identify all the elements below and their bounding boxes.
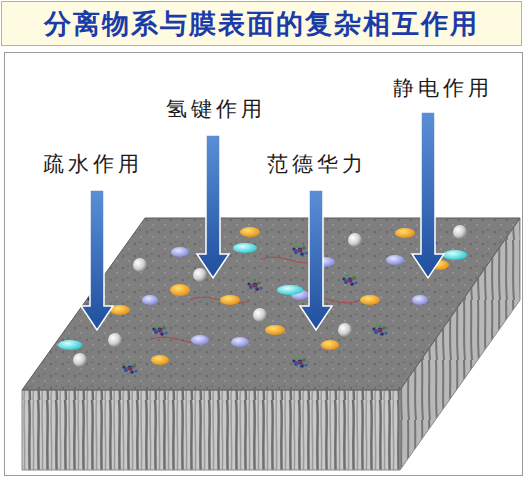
- force-label: 范德华力: [266, 150, 368, 178]
- force-label: 氢键作用: [165, 95, 267, 123]
- diagram-title: 分离物系与膜表面的复杂相互作用: [44, 6, 479, 42]
- force-label: 静电作用: [392, 74, 494, 102]
- force-label: 疏水作用: [42, 150, 144, 178]
